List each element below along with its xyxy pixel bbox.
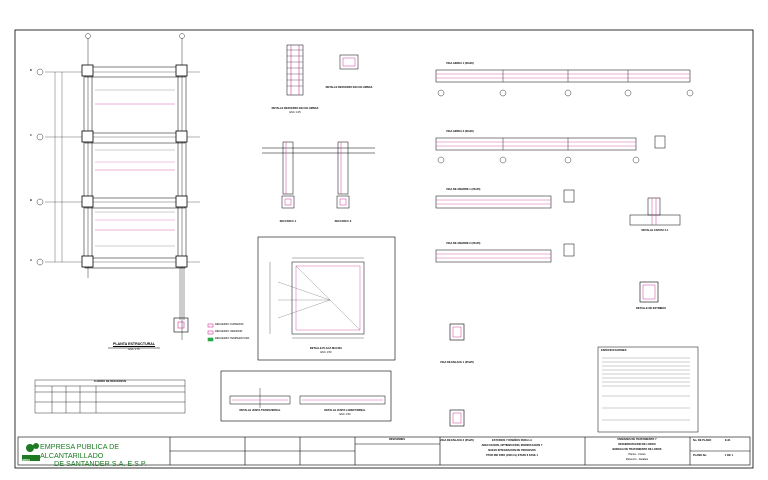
sheet-title-line3: BODEGA DE TRATAMIENTO DE LODOS — [612, 448, 662, 451]
beam-title-4: VIGA DE AMARRE 2 (25x25) — [446, 242, 481, 245]
footing-title: DETALLE ZAPATA Z-1 — [641, 229, 669, 232]
slab-detail-title: DETALLE PLACA MACIZA — [309, 347, 343, 350]
project-title-line4: PTAR RIO FRIO (1000 l/s) ETAPA II FASE 1 — [486, 454, 538, 457]
section-title-1: VIGA DE ENLACE 1 (25x25) — [440, 361, 474, 364]
column-detail-scale: ESC 1:25 — [289, 111, 301, 114]
column-detail — [286, 44, 359, 96]
plan-title: PLANTA ESTRUCTURAL — [112, 342, 156, 346]
column-elevation — [262, 141, 375, 209]
joint-transversal-title: DETALLE JUNTA TRANSVERSAL — [239, 409, 281, 412]
beam-title-2: VIGA AEREA 2 (30x30) — [446, 130, 474, 133]
beam-title-3: VIGA DE AMARRE 1 (25x25) — [446, 188, 481, 191]
company-name: EMPRESA PUBLICA DE ALCANTARILLADO DE SAN… — [40, 442, 170, 469]
plan-no-label: No. DE PLANO — [693, 439, 712, 442]
axis-label-c: C — [30, 134, 32, 137]
axis-label-b: B — [30, 199, 32, 202]
sheet-title-line2: DESHIDRATACION DE LODOS — [618, 443, 656, 446]
sheet-title-line4: Planta - Cortes — [628, 453, 646, 456]
company-name-line2: DE SANTANDER S.A. E.S.P. — [54, 459, 147, 469]
legend-item-top: REFUERZO SUPERIOR — [215, 323, 244, 326]
plan-no: E-01 — [725, 439, 731, 442]
sheet-title-line1: UNIDADES DE TRATAMIENTO Y — [617, 438, 657, 441]
beam-elevations — [435, 69, 694, 263]
column-detail-title: DETALLE REFUERZO EN COLUMNAS — [271, 107, 319, 110]
beam-cross-sections — [449, 281, 659, 427]
sheet-no: 1 DE 1 — [725, 454, 733, 457]
company-name-line1: EMPRESA PUBLICA DE ALCANTARILLADO — [40, 442, 120, 460]
legend-item-bottom: REFUERZO INFERIOR — [215, 330, 243, 333]
project-title-line2: ADECUACION, OPTIMIZACION, MODIFICACION Y — [481, 444, 543, 447]
reinforcement-schedule-table — [34, 379, 186, 414]
joint-details — [220, 370, 392, 422]
joint-scale: ESC 1:50 — [339, 413, 351, 416]
footing-detail — [629, 197, 681, 226]
slab-detail — [257, 236, 396, 361]
title-block — [17, 436, 751, 466]
logo-text: EMPAS — [21, 459, 31, 462]
section-c2-title: SECCION C-2 — [334, 220, 352, 223]
plan-scale: ESC 1:75 — [128, 348, 140, 351]
axis-label-a: A — [30, 259, 32, 262]
company-logo — [22, 443, 40, 461]
project-title-line1: ESTUDIOS Y DISEÑOS PARA LA — [492, 439, 532, 442]
sheet-title-line5: Refuerzo - Detalles — [625, 458, 649, 461]
notes-title: ESPECIFICACIONES — [601, 349, 627, 352]
sheet-label: PLANO No. — [693, 454, 707, 457]
notes-box — [597, 346, 699, 433]
sheet-border — [14, 29, 754, 469]
column-detail2-title: DETALLE REFUERZO EN COLUMNAS — [325, 86, 373, 89]
axis-label-d: D — [30, 69, 32, 72]
joint-longitudinal-title: DETALLE JUNTA LONGITUDINAL — [324, 409, 366, 412]
slab-detail-scale: ESC 1:50 — [320, 351, 332, 354]
stirrup-title: DETALLE DE ESTRIBOS — [635, 307, 667, 310]
section-title-2: VIGA DE ENLACE 2 (25x25) — [440, 439, 474, 442]
project-title-line3: NUEVA INTEGRACION DE PROCESOS — [488, 449, 536, 452]
beam-title-1: VIGA AEREA 1 (30x30) — [446, 62, 474, 65]
legend — [207, 323, 214, 342]
section-c1-title: SECCION C-1 — [279, 220, 297, 223]
revisions-label: REVISIONES — [389, 438, 405, 441]
legend-item-temperature: REFUERZO TEMPERATURA — [215, 337, 250, 340]
structural-plan — [36, 33, 200, 340]
schedule-title: CUADRO DE REFUERZOS — [93, 380, 127, 383]
